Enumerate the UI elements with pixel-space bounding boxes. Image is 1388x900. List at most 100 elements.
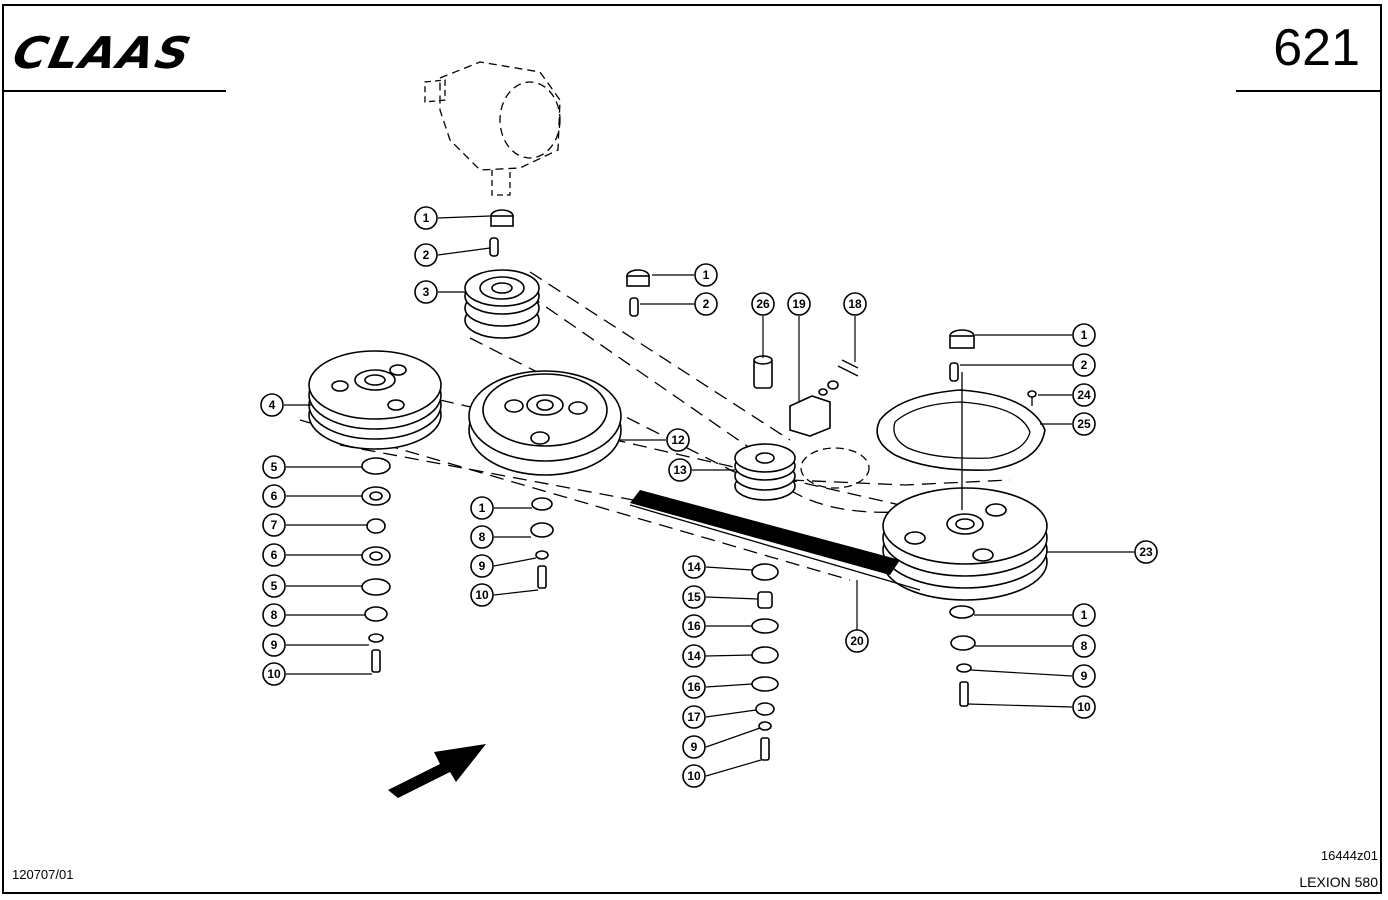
callout-3: 3 <box>414 280 438 304</box>
svg-text:5: 5 <box>271 460 278 474</box>
callout-19: 19 <box>787 292 811 316</box>
svg-text:1: 1 <box>703 268 710 282</box>
document-code: 120707/01 <box>12 867 74 882</box>
svg-text:13: 13 <box>673 463 687 477</box>
callout-1: 1 <box>694 263 718 287</box>
svg-text:25: 25 <box>1077 417 1091 431</box>
svg-text:1: 1 <box>1081 608 1088 622</box>
svg-text:9: 9 <box>1081 669 1088 683</box>
callout-2: 2 <box>414 243 438 267</box>
svg-text:10: 10 <box>1077 700 1091 714</box>
svg-text:3: 3 <box>423 285 430 299</box>
callout-9: 9 <box>262 633 286 657</box>
drive-belt <box>629 490 921 591</box>
svg-text:10: 10 <box>475 588 489 602</box>
pulley-small-triple <box>464 269 540 339</box>
callout-9: 9 <box>470 554 494 578</box>
callout-10: 10 <box>470 583 494 607</box>
svg-text:2: 2 <box>703 297 710 311</box>
leader-lines <box>284 215 1134 777</box>
header-rule-left <box>2 90 226 92</box>
svg-text:10: 10 <box>267 667 281 681</box>
callout-8: 8 <box>470 525 494 549</box>
callout-24: 24 <box>1072 383 1096 407</box>
callout-10: 10 <box>1072 695 1096 719</box>
callout-1: 1 <box>470 496 494 520</box>
drawing-frame <box>2 4 1382 894</box>
bracket-assembly <box>753 355 859 437</box>
tensioner-pulley <box>734 443 796 501</box>
callout-2: 2 <box>694 292 718 316</box>
svg-text:4: 4 <box>269 398 276 412</box>
callout-1: 1 <box>1072 603 1096 627</box>
svg-text:9: 9 <box>691 740 698 754</box>
callout-2: 2 <box>1072 353 1096 377</box>
callout-9: 9 <box>682 735 706 759</box>
callout-1: 1 <box>1072 323 1096 347</box>
callout-15: 15 <box>682 585 706 609</box>
svg-text:9: 9 <box>271 638 278 652</box>
callout-25: 25 <box>1072 412 1096 436</box>
callout-20: 20 <box>845 629 869 653</box>
svg-text:7: 7 <box>271 518 278 532</box>
svg-text:19: 19 <box>792 297 806 311</box>
svg-text:8: 8 <box>271 608 278 622</box>
svg-text:17: 17 <box>687 710 701 724</box>
svg-text:16: 16 <box>687 680 701 694</box>
callout-17: 17 <box>682 705 706 729</box>
pulley-large-left <box>308 350 442 450</box>
callout-18: 18 <box>843 292 867 316</box>
callout-1: 1 <box>414 206 438 230</box>
callout-5: 5 <box>262 455 286 479</box>
svg-text:16: 16 <box>687 619 701 633</box>
svg-text:2: 2 <box>423 248 430 262</box>
page-number: 621 <box>1273 19 1360 77</box>
svg-text:15: 15 <box>687 590 701 604</box>
callout-16: 16 <box>682 614 706 638</box>
callout-12: 12 <box>666 428 690 452</box>
model-name: LEXION 580 <box>1299 874 1378 890</box>
svg-text:10: 10 <box>687 769 701 783</box>
svg-text:2: 2 <box>1081 358 1088 372</box>
svg-text:6: 6 <box>271 489 278 503</box>
svg-text:24: 24 <box>1077 388 1091 402</box>
svg-text:23: 23 <box>1139 545 1153 559</box>
callout-13: 13 <box>668 458 692 482</box>
callout-14: 14 <box>682 555 706 579</box>
svg-text:6: 6 <box>271 548 278 562</box>
callout-14: 14 <box>682 644 706 668</box>
svg-text:1: 1 <box>1081 328 1088 342</box>
callout-4: 4 <box>260 393 284 417</box>
svg-text:1: 1 <box>479 501 486 515</box>
callout-23: 23 <box>1134 540 1158 564</box>
callout-26: 26 <box>751 292 775 316</box>
svg-text:18: 18 <box>848 297 862 311</box>
cover-gasket <box>876 389 1046 472</box>
svg-text:14: 14 <box>687 649 701 663</box>
svg-text:1: 1 <box>423 211 430 225</box>
svg-text:8: 8 <box>1081 639 1088 653</box>
callout-8: 8 <box>262 603 286 627</box>
callout-5: 5 <box>262 574 286 598</box>
callout-9: 9 <box>1072 664 1096 688</box>
svg-text:5: 5 <box>271 579 278 593</box>
callout-10: 10 <box>262 662 286 686</box>
diagram-id: 16444z01 <box>1320 848 1378 863</box>
svg-text:9: 9 <box>479 559 486 573</box>
callout-6: 6 <box>262 543 286 567</box>
callout-16: 16 <box>682 675 706 699</box>
pulley-large-center <box>468 370 622 476</box>
arrow-icon <box>388 744 486 798</box>
svg-text:8: 8 <box>479 530 486 544</box>
svg-text:26: 26 <box>756 297 770 311</box>
callout-6: 6 <box>262 484 286 508</box>
callout-7: 7 <box>262 513 286 537</box>
svg-text:12: 12 <box>671 433 685 447</box>
header-rule-right <box>1236 90 1382 92</box>
svg-text:14: 14 <box>687 560 701 574</box>
gearbox-housing <box>424 61 561 196</box>
callout-8: 8 <box>1072 634 1096 658</box>
callout-10: 10 <box>682 764 706 788</box>
pulley-large-right <box>882 487 1048 601</box>
